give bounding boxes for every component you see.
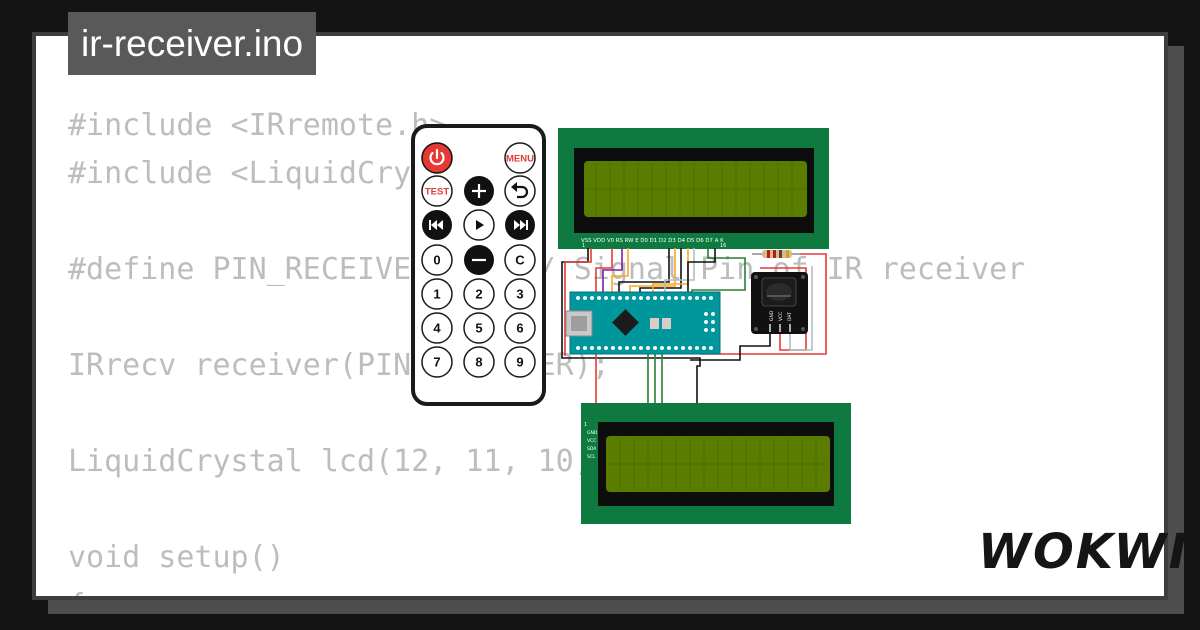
minus-button[interactable]: [464, 245, 494, 275]
fast-forward-icon: [514, 220, 528, 230]
lcd-bottom-pin-scl: SCL: [587, 454, 596, 460]
digit-6-label: 6: [516, 321, 523, 336]
ir-pin-dat: DAT: [787, 312, 793, 321]
lcd-bottom-pin-gnd: GND: [587, 430, 598, 436]
return-icon: [511, 182, 529, 199]
digit-3-label: 3: [516, 287, 523, 302]
wokwi-logo: WOKWI: [978, 524, 1189, 580]
lcd-bottom-char-grid: [608, 438, 828, 490]
code-line: {: [68, 582, 1025, 596]
power-icon: [429, 148, 445, 166]
plus-button[interactable]: [464, 176, 494, 206]
power-button[interactable]: [421, 142, 453, 174]
lcd-bottom-pin-1: 1: [584, 422, 587, 428]
play-icon: [476, 220, 484, 230]
arduino-nano[interactable]: [565, 291, 721, 355]
plus-icon: [472, 184, 486, 198]
digit-9-label: 9: [516, 355, 523, 370]
lcd-top[interactable]: VSS VDD V0 RS RW E D0 D1 D2 D3 D4 D5 D6 …: [558, 128, 829, 249]
digit-7-button[interactable]: 7: [421, 346, 453, 378]
code-line: void setup(): [68, 540, 285, 575]
digit-9-button[interactable]: 9: [504, 346, 536, 378]
lcd-top-pin-labels: VSS VDD V0 RS RW E D0 D1 D2 D3 D4 D5 D6 …: [581, 238, 724, 244]
lcd-top-char-grid: [586, 163, 805, 215]
ir-remote: MENU TEST: [411, 124, 546, 406]
arduino-pin-header-bottom: [576, 346, 713, 350]
icsp-header: [704, 312, 715, 332]
digit-3-button[interactable]: 3: [504, 278, 536, 310]
menu-button[interactable]: MENU: [504, 142, 536, 174]
digit-5-button[interactable]: 5: [463, 312, 495, 344]
digit-5-label: 5: [475, 321, 482, 336]
lcd-bottom-pin-sda: SDA: [587, 446, 597, 452]
resistor[interactable]: [752, 250, 800, 258]
lcd-bottom[interactable]: 1 GND VCC SDA SCL: [581, 403, 851, 524]
digit-6-button[interactable]: 6: [504, 312, 536, 344]
ir-receiver-module[interactable]: GND VCC DAT: [751, 272, 808, 334]
next-button[interactable]: [505, 210, 535, 240]
clear-button[interactable]: C: [504, 244, 536, 276]
rewind-icon: [429, 220, 443, 230]
test-button[interactable]: TEST: [421, 175, 453, 207]
digit-2-label: 2: [475, 287, 482, 302]
test-label: TEST: [425, 187, 449, 198]
digit-1-button[interactable]: 1: [421, 278, 453, 310]
lcd-top-pin-1: 1: [582, 243, 585, 249]
file-tab[interactable]: ir-receiver.ino: [68, 12, 317, 75]
play-button[interactable]: [463, 209, 495, 241]
code-line: #include <IRremote.h>: [68, 108, 448, 143]
digit-7-label: 7: [433, 355, 440, 370]
digit-0-label: 0: [433, 253, 440, 268]
digit-4-button[interactable]: 4: [421, 312, 453, 344]
back-button[interactable]: [504, 175, 536, 207]
ir-pin-vcc: VCC: [778, 312, 784, 321]
digit-0-button[interactable]: 0: [421, 244, 453, 276]
digit-4-label: 4: [433, 321, 441, 336]
arduino-pin-header-top: [576, 296, 713, 300]
menu-label: MENU: [506, 154, 534, 165]
clear-label: C: [515, 253, 525, 268]
lcd-bottom-pin-vcc: VCC: [587, 438, 596, 444]
ir-pin-gnd: GND: [769, 310, 775, 321]
digit-8-button[interactable]: 8: [463, 346, 495, 378]
digit-8-label: 8: [475, 355, 482, 370]
prev-button[interactable]: [422, 210, 452, 240]
digit-2-button[interactable]: 2: [463, 278, 495, 310]
digit-1-label: 1: [433, 287, 440, 302]
lcd-top-pin-16: 16: [720, 243, 726, 249]
